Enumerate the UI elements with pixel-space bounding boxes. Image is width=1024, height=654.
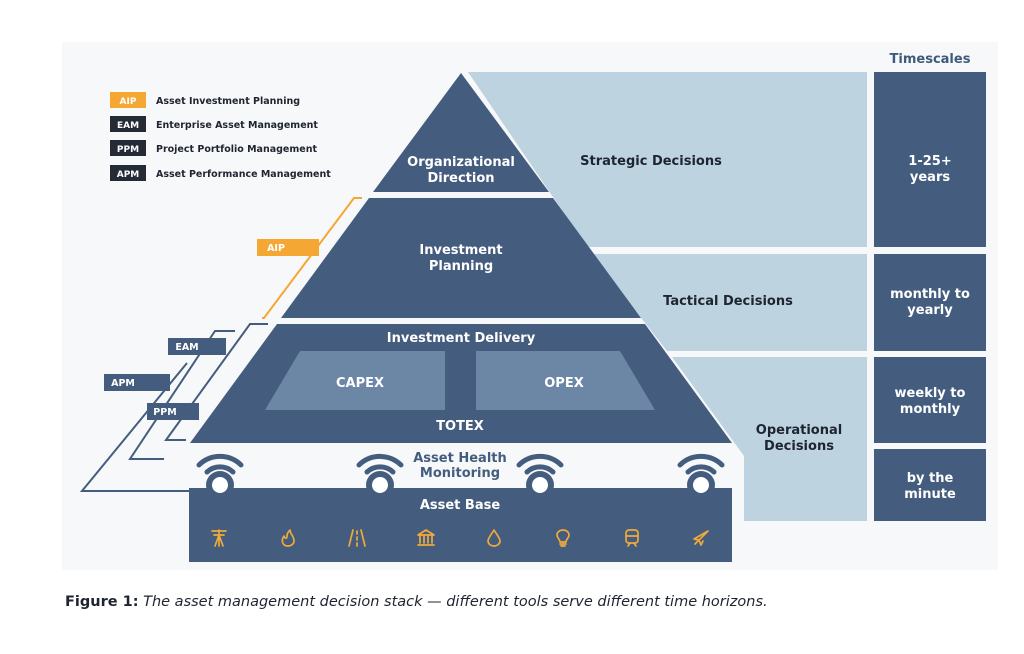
sensor-icon bbox=[356, 453, 404, 499]
train-icon bbox=[625, 529, 639, 547]
timescale-2-line2: yearly bbox=[907, 303, 953, 318]
legend-label-apm: Asset Performance Management bbox=[156, 169, 331, 180]
opex-panel bbox=[476, 351, 655, 410]
legend-abbr-apm: APM bbox=[117, 170, 140, 180]
pyramid-middle-tier bbox=[281, 198, 641, 318]
asset-base bbox=[189, 488, 732, 562]
ppm-connector bbox=[164, 323, 268, 441]
timescale-box-1 bbox=[874, 72, 986, 247]
road-icon bbox=[348, 529, 366, 547]
legend-badge-eam bbox=[110, 116, 146, 132]
eam-tag bbox=[168, 338, 226, 355]
timescale-3-line1: weekly to bbox=[895, 386, 966, 401]
strategic-decisions-label: Strategic Decisions bbox=[580, 154, 722, 169]
timescale-3-line2: monthly bbox=[900, 402, 961, 417]
legend-abbr-eam: EAM bbox=[117, 121, 139, 131]
aip-tag bbox=[257, 239, 319, 256]
lightbulb-icon bbox=[556, 529, 570, 547]
timescale-box-2 bbox=[874, 254, 986, 351]
capex-label: CAPEX bbox=[336, 376, 384, 391]
operational-decisions-label-line2: Decisions bbox=[764, 439, 834, 454]
sensor-icon bbox=[196, 453, 244, 499]
figure-caption: Figure 1: The asset management decision … bbox=[65, 594, 768, 610]
operational-decisions-label-line1: Operational bbox=[756, 423, 842, 438]
timescale-box-3 bbox=[874, 357, 986, 443]
asset-base-label: Asset Base bbox=[420, 498, 501, 513]
capex-panel bbox=[265, 351, 445, 410]
legend-badge-ppm bbox=[110, 140, 146, 156]
top-tier-label-line1: Organizational bbox=[407, 155, 515, 170]
legend-label-eam: Enterprise Asset Management bbox=[156, 120, 318, 131]
timescale-4-line2: minute bbox=[904, 487, 956, 502]
delivery-tier-title: Investment Delivery bbox=[387, 331, 536, 346]
operational-band bbox=[672, 357, 867, 521]
legend-label-aip: Asset Investment Planning bbox=[156, 96, 300, 107]
aip-connector bbox=[262, 197, 362, 319]
aip-tag-label: AIP bbox=[267, 243, 285, 254]
middle-tier-label-line2: Planning bbox=[429, 259, 493, 274]
strategic-band bbox=[468, 72, 867, 247]
top-tier-label-line2: Direction bbox=[427, 171, 494, 186]
bank-icon bbox=[417, 529, 435, 546]
sensor-icon bbox=[677, 453, 725, 499]
middle-tier-label-line1: Investment bbox=[419, 243, 502, 258]
timescale-box-4 bbox=[874, 449, 986, 521]
legend-label-ppm: Project Portfolio Management bbox=[156, 144, 317, 155]
tactical-band bbox=[591, 254, 867, 351]
opex-label: OPEX bbox=[544, 376, 583, 391]
monitoring-label-line2: Monitoring bbox=[420, 466, 500, 481]
legend-badge-apm bbox=[110, 165, 146, 181]
ppm-tag-label: PPM bbox=[153, 407, 176, 418]
power-pylon-icon bbox=[211, 529, 227, 547]
timescale-4-line1: by the bbox=[907, 471, 954, 486]
timescales-title: Timescales bbox=[890, 52, 971, 67]
ppm-tag bbox=[147, 403, 199, 420]
tactical-decisions-label: Tactical Decisions bbox=[663, 294, 793, 309]
monitoring-label-line1: Asset Health bbox=[413, 451, 507, 466]
apm-tag-label: APM bbox=[111, 378, 135, 389]
timescale-2-line1: monthly to bbox=[890, 287, 970, 302]
timescale-1-line1: 1-25+ bbox=[908, 154, 951, 169]
timescale-1-line2: years bbox=[910, 170, 950, 185]
flame-icon bbox=[281, 529, 295, 547]
apm-tag bbox=[104, 374, 170, 391]
eam-connector bbox=[128, 330, 235, 460]
eam-tag-label: EAM bbox=[175, 342, 198, 353]
totex-label: TOTEX bbox=[436, 419, 484, 434]
sensor-icon bbox=[516, 453, 564, 499]
water-drop-icon bbox=[487, 529, 501, 547]
caption-label: Figure 1: bbox=[65, 594, 139, 610]
caption-text: The asset management decision stack — di… bbox=[143, 594, 768, 610]
legend-abbr-ppm: PPM bbox=[117, 145, 139, 155]
legend-abbr-aip: AIP bbox=[120, 97, 137, 107]
legend-badge-aip bbox=[110, 92, 146, 108]
airplane-icon bbox=[693, 530, 709, 546]
pyramid-top-tier bbox=[373, 73, 549, 192]
